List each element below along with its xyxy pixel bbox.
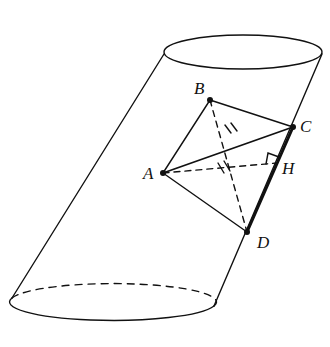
segment-ah <box>163 163 277 173</box>
edge-cd <box>247 127 293 232</box>
tick-mark <box>218 163 224 173</box>
cylinder-generatrix <box>12 54 164 298</box>
vertex-dot <box>244 229 250 235</box>
right-angle-mark <box>266 153 279 164</box>
point-label: C <box>300 118 311 135</box>
edge-ab <box>163 100 210 173</box>
edge-ad <box>163 173 247 232</box>
cylinder-generatrix <box>214 54 322 306</box>
cylinder-top-base <box>164 35 322 69</box>
point-label: A <box>143 165 153 182</box>
tick-mark <box>225 125 231 133</box>
cylinder-bottom-back <box>12 284 216 306</box>
cylinder-bottom-front <box>10 298 214 320</box>
point-label: B <box>194 80 204 97</box>
tick-mark <box>224 161 230 171</box>
vertex-dot <box>207 97 213 103</box>
tick-mark <box>231 123 237 131</box>
point-label: D <box>257 234 269 251</box>
vertex-dot <box>290 124 296 130</box>
point-label: H <box>282 160 294 177</box>
vertex-dot <box>160 170 166 176</box>
edge-bc <box>210 100 293 127</box>
